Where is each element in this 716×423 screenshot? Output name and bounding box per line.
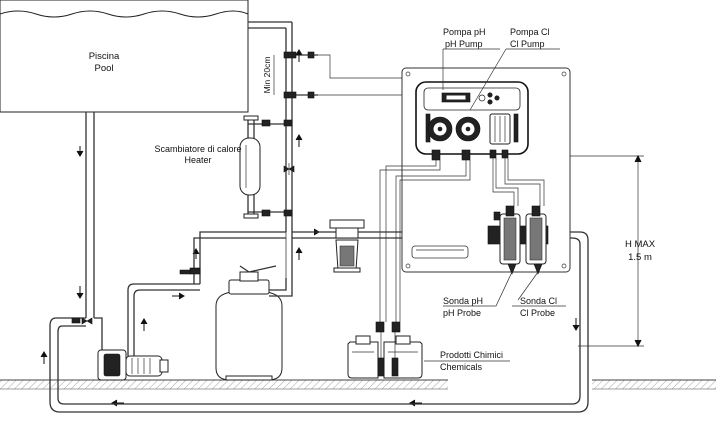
prefilter [329, 219, 365, 273]
h-max-label: H MAX [625, 239, 656, 250]
ph-probe-label: Sonda pH [443, 296, 483, 306]
ph-probe-label-en: pH Probe [443, 308, 481, 318]
cl-probe-label: Sonda Cl [520, 296, 557, 306]
return-valves: Min 20cm [261, 51, 318, 217]
pool-label-en: Pool [94, 63, 113, 74]
heater-label: Scambiatore di calore [154, 144, 241, 154]
ground [0, 379, 716, 390]
chemicals-label-en: Chemicals [440, 362, 483, 372]
dosing-pump-controller [415, 81, 529, 161]
heater: Scambiatore di calore Heater [154, 115, 286, 219]
sand-filter [179, 231, 293, 381]
circulation-pump [94, 283, 200, 381]
heater-label-en: Heater [184, 155, 211, 165]
flow-arrows [40, 49, 580, 407]
probe-holder [487, 205, 549, 275]
pump-labels: Pompa pH pH Pump Pompa Cl Cl Pump [442, 27, 560, 111]
ph-pump-label: Pompa pH [443, 27, 486, 37]
cl-probe-label-en: Cl Probe [520, 308, 555, 318]
bottom-loop [49, 231, 589, 413]
h-max-dimension: H MAX 1.5 m [570, 154, 656, 348]
pool: Piscina Pool [0, 0, 249, 113]
probe-labels: Sonda pH pH Probe Sonda Cl Cl Probe [443, 271, 566, 318]
chemicals-label: Prodotti Chimici [440, 350, 503, 360]
h-max-value: 1.5 m [628, 252, 652, 263]
pool-label: Piscina [89, 51, 120, 62]
bypass-valve [71, 317, 93, 325]
dosing-tubes [379, 158, 545, 322]
chemical-tanks: Prodotti Chimici Chemicals [347, 321, 510, 379]
cl-pump-label-en: Cl Pump [510, 39, 545, 49]
pool-outlet-pipe [85, 112, 95, 318]
cl-pump-label: Pompa Cl [510, 27, 550, 37]
min-distance-label: Min 20cm [262, 57, 272, 94]
ph-pump-label-en: pH Pump [445, 39, 483, 49]
return-pipes [248, 21, 293, 278]
